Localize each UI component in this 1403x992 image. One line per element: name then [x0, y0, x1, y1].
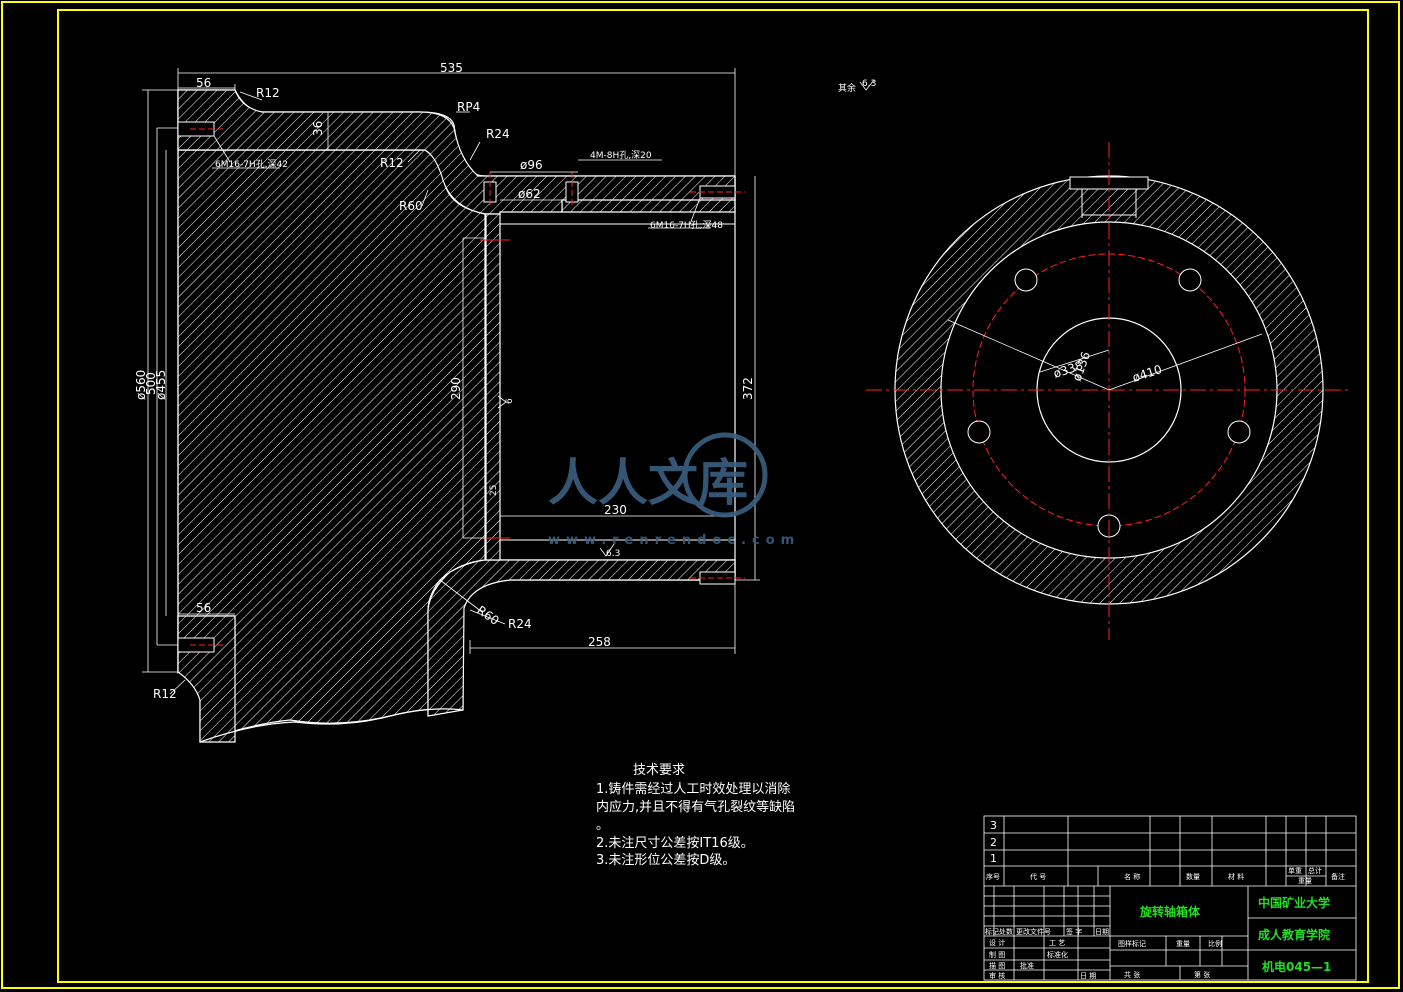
dim-258: 258	[588, 635, 611, 649]
roughness-note: 其余	[838, 82, 856, 94]
hdr-total: 总计	[1308, 866, 1322, 875]
dim-r24-top: R24	[486, 127, 510, 141]
label-total-sheets: 共 张	[1124, 970, 1140, 979]
dim-rp4: RP4	[457, 100, 480, 114]
hdr-material: 材 料	[1228, 872, 1244, 881]
hdr-remark: 备注	[1331, 872, 1345, 881]
hdr-seq: 序号	[986, 872, 1000, 881]
label-std: 标准化	[1047, 950, 1068, 959]
dim-56-top: 56	[196, 76, 211, 90]
dim-r60-top: R60	[399, 199, 423, 213]
dim-290: 290	[449, 377, 463, 400]
dim-thread-right: 6M16-7H孔,深48	[650, 220, 723, 231]
dim-230: 230	[604, 503, 627, 517]
dim-d96: ø96	[520, 158, 543, 172]
dim-wall-25: 25	[489, 485, 499, 496]
row-3: 3	[990, 819, 997, 832]
watermark-url: www.renrendoc.com	[548, 533, 800, 548]
college-name: 成人教育学院	[1258, 927, 1330, 942]
title-block-text: 3 2 1 序号 代 号 名 称 数量 材 料 单重 总计 重量 备注 旋转轴箱…	[985, 819, 1345, 980]
part-name: 旋转轴箱体	[1139, 904, 1201, 919]
tech-line-1: 1.铸件需经过人工时效处理以消除	[596, 781, 790, 797]
label-stage: 图样标记	[1118, 939, 1146, 948]
dim-r60-bottom: R60	[474, 603, 501, 628]
dim-hole-4m8: 4M-8H孔,深20	[590, 150, 652, 161]
tech-line-5: 3.未注形位公差按D级。	[596, 853, 735, 868]
label-marks: 标记处数	[985, 927, 1013, 936]
dim-r12-top: R12	[256, 86, 280, 100]
tech-line-3: 。	[596, 818, 609, 833]
dim-r24-bottom: R24	[508, 617, 532, 631]
label-date2: 日 期	[1080, 972, 1096, 980]
dim-372: 372	[741, 377, 755, 400]
label-weight2: 重量	[1176, 940, 1190, 948]
dim-d62: ø62	[518, 187, 541, 201]
tech-line-2: 内应力,并且不得有气孔裂纹等缺陷	[596, 799, 795, 815]
tech-requirements: 技术要求 1.铸件需经过人工时效处理以消除 内应力,并且不得有气孔裂纹等缺陷 。…	[596, 763, 795, 868]
hdr-code: 代 号	[1030, 872, 1046, 881]
watermark-text: 人人文库	[548, 454, 748, 512]
side-section-view: 535 56 56 R12 36 RP4 R24 R12 R60 ø96 ø62…	[134, 61, 760, 743]
tech-line-4: 2.未注尺寸公差按IT16级。	[596, 836, 754, 851]
row-1: 1	[990, 852, 997, 865]
dim-36: 36	[311, 121, 325, 136]
dim-r12-bottom: R12	[153, 687, 177, 701]
label-scale: 比例	[1208, 939, 1222, 948]
inner-frame	[57, 9, 1369, 983]
tech-title: 技术要求	[633, 763, 685, 778]
dim-d455: ø455	[154, 370, 168, 400]
dim-r12-inner: R12	[380, 156, 404, 170]
label-sign: 签 字	[1066, 927, 1082, 936]
dim-wall-6: 6	[505, 398, 515, 404]
label-desc: 描 图	[989, 961, 1005, 970]
label-check: 审 核	[989, 971, 1005, 980]
dim-od560: ø560	[134, 370, 148, 400]
drawing-number: 机电045—1	[1262, 959, 1331, 974]
dim-thread-top: 6M16-7H孔,深42	[215, 159, 288, 170]
hdr-name: 名 称	[1124, 872, 1140, 881]
label-sheet: 第 张	[1194, 970, 1210, 979]
label-approve: 批准	[1020, 961, 1034, 970]
title-block	[983, 815, 1357, 981]
label-draw: 制 图	[989, 950, 1005, 959]
dim-535: 535	[440, 61, 463, 75]
school-name: 中国矿业大学	[1258, 895, 1330, 910]
hdr-weight: 重量	[1298, 877, 1312, 885]
front-view: ø338 ø136 ø410	[866, 142, 1352, 640]
dim-56-bottom: 56	[196, 601, 211, 615]
label-design: 设 计	[989, 938, 1005, 947]
hdr-unit-weight: 单重	[1288, 866, 1302, 875]
row-2: 2	[990, 836, 997, 849]
label-date: 日期	[1095, 928, 1109, 936]
label-change-doc: 更改文件号	[1016, 927, 1051, 936]
roughness-value: 6.3	[862, 79, 876, 89]
watermark: 人人文库 www.renrendoc.com	[548, 432, 800, 548]
hdr-qty: 数量	[1186, 872, 1200, 881]
dim-rough-inner: 6.3	[606, 549, 620, 559]
dim-500: 500	[144, 372, 158, 395]
label-craft: 工 艺	[1049, 939, 1065, 947]
